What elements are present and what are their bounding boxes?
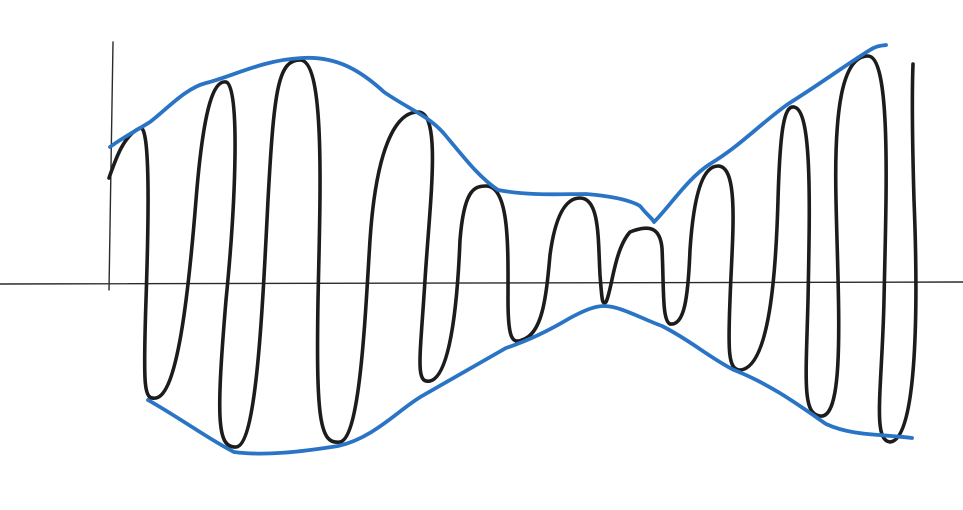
upper-envelope: [108, 43, 888, 224]
vertical-axis: [108, 41, 114, 291]
horizontal-axis: [0, 281, 963, 285]
lower-envelope: [146, 304, 914, 456]
oscillating-signal: [107, 54, 918, 449]
